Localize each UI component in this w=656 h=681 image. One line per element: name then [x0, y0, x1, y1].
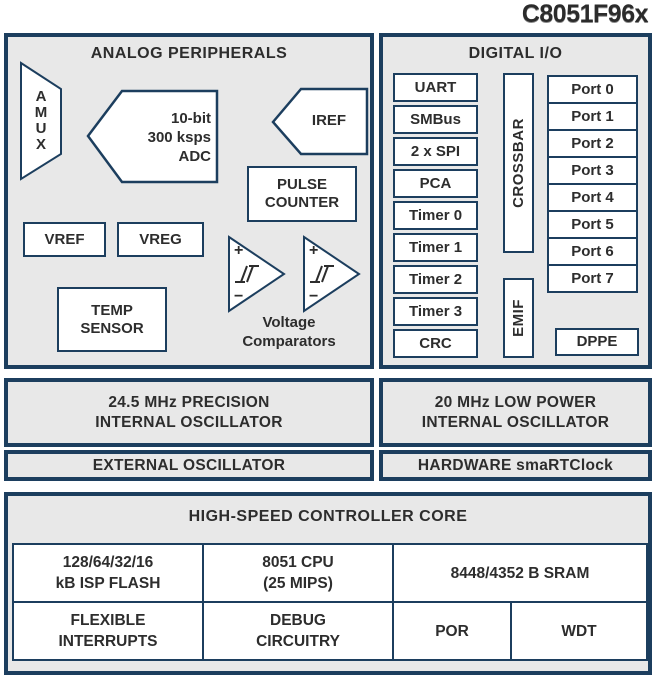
- controller-core-section: HIGH-SPEED CONTROLLER CORE 128/64/32/16 …: [4, 492, 652, 675]
- wdt-cell: WDT: [510, 601, 648, 661]
- port3-box: Port 3: [547, 156, 638, 185]
- external-oscillator-box: EXTERNAL OSCILLATOR: [4, 450, 374, 481]
- por-cell: POR: [392, 601, 512, 661]
- crossbar-label: CROSSBAR: [509, 118, 527, 208]
- smartclock-box: HARDWARE smaRTClock: [379, 450, 652, 481]
- digital-section-header: DIGITAL I/O: [468, 45, 563, 62]
- voltage-comparators-caption: Voltage Comparators: [242, 314, 336, 350]
- port0-box: Port 0: [547, 75, 638, 104]
- vref-box: VREF: [23, 222, 106, 257]
- precision-oscillator-box: 24.5 MHz PRECISION INTERNAL OSCILLATOR: [4, 378, 374, 447]
- dppe-box: DPPE: [555, 328, 639, 356]
- analog-peripherals-section: ANALOG PERIPHERALS A M U X 10-bit 300 ks…: [4, 33, 374, 369]
- cpu-cell: 8051 CPU (25 MIPS): [202, 543, 394, 603]
- port2-box: Port 2: [547, 129, 638, 158]
- comparator-2-plus: +: [309, 242, 319, 259]
- iref-label: IREF: [311, 112, 347, 129]
- port5-box: Port 5: [547, 210, 638, 239]
- timer3-box: Timer 3: [393, 297, 478, 326]
- amux-label: A M U X: [34, 88, 48, 153]
- analog-section-header: ANALOG PERIPHERALS: [90, 45, 288, 62]
- comparator-1-minus: −: [234, 288, 244, 305]
- amux-shape-icon: [20, 61, 62, 181]
- comparator-1-icon: [228, 235, 286, 313]
- emif-box: EMIF: [503, 278, 534, 358]
- debug-cell: DEBUG CIRCUITRY: [202, 601, 394, 661]
- comparator-2-minus: −: [309, 288, 319, 305]
- timer2-box: Timer 2: [393, 265, 478, 294]
- comparator-1-plus: +: [234, 242, 244, 259]
- iref-shape-icon: [271, 87, 369, 156]
- pca-box: PCA: [393, 169, 478, 198]
- sram-cell: 8448/4352 B SRAM: [392, 543, 648, 603]
- port6-box: Port 6: [547, 237, 638, 266]
- crc-box: CRC: [393, 329, 478, 358]
- port7-box: Port 7: [547, 264, 638, 293]
- low-power-oscillator-box: 20 MHz LOW POWER INTERNAL OSCILLATOR: [379, 378, 652, 447]
- pulse-counter-box: PULSE COUNTER: [247, 166, 357, 222]
- digital-io-section: DIGITAL I/O UART SMBus 2 x SPI PCA Timer…: [379, 33, 652, 369]
- timer0-box: Timer 0: [393, 201, 478, 230]
- adc-label: 10-bit 300 ksps ADC: [147, 109, 211, 165]
- flash-cell: 128/64/32/16 kB ISP FLASH: [12, 543, 204, 603]
- temp-sensor-box: TEMP SENSOR: [57, 287, 167, 352]
- core-section-header: HIGH-SPEED CONTROLLER CORE: [188, 508, 468, 525]
- port1-box: Port 1: [547, 102, 638, 131]
- timer1-box: Timer 1: [393, 233, 478, 262]
- adc-shape-icon: [86, 89, 219, 184]
- port4-box: Port 4: [547, 183, 638, 212]
- comparator-2-icon: [303, 235, 361, 313]
- uart-box: UART: [393, 73, 478, 102]
- smbus-box: SMBus: [393, 105, 478, 134]
- chip-title: C8051F96x: [521, 0, 649, 28]
- vreg-box: VREG: [117, 222, 204, 257]
- spi-box: 2 x SPI: [393, 137, 478, 166]
- interrupts-cell: FLEXIBLE INTERRUPTS: [12, 601, 204, 661]
- emif-label: EMIF: [509, 299, 527, 337]
- crossbar-box: CROSSBAR: [503, 73, 534, 253]
